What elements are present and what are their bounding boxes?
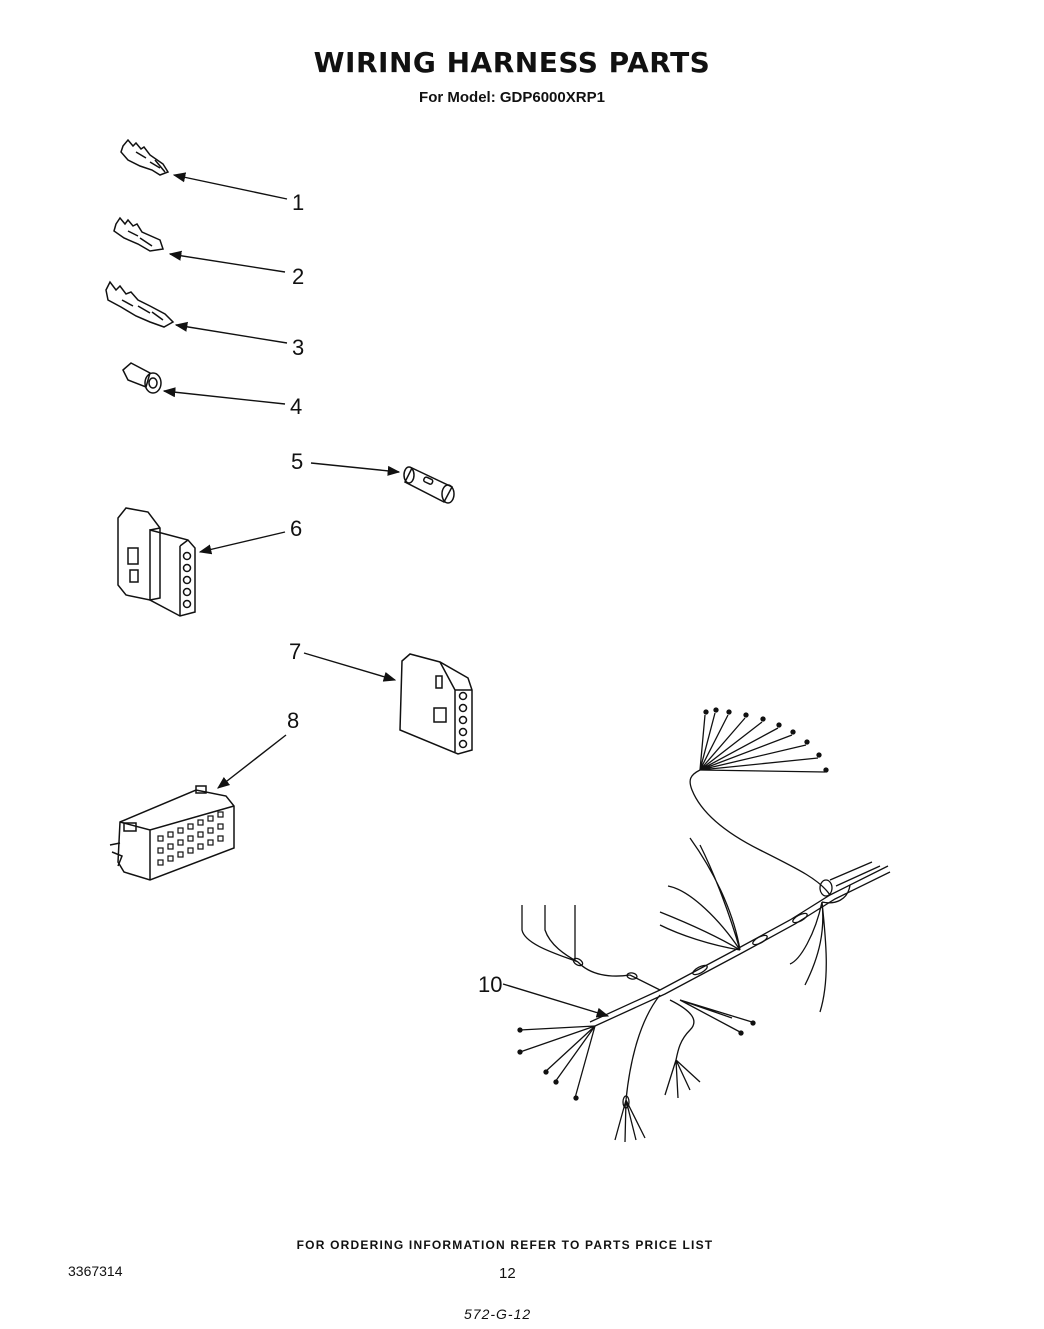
callout-1: 1 (292, 190, 305, 215)
callout-3: 3 (292, 335, 305, 360)
callout-8: 8 (287, 708, 300, 733)
part-2-terminal (113, 216, 164, 252)
document-number: 3367314 (68, 1263, 123, 1279)
callout-2: 2 (292, 264, 305, 289)
model-subtitle: For Model: GDP6000XRP1 (419, 89, 605, 106)
ordering-note: FOR ORDERING INFORMATION REFER TO PARTS … (296, 1238, 714, 1252)
part-6-connector (117, 507, 196, 617)
handwritten-code: 572-G-12 (464, 1306, 532, 1322)
part-3-terminal (105, 280, 175, 328)
page-title: WIRING HARNESS PARTS (313, 46, 711, 79)
leader-line-4 (162, 387, 286, 405)
page-number: 12 (499, 1265, 516, 1282)
part-5-splice (403, 466, 455, 504)
leader-line-3 (174, 321, 288, 344)
callout-5: 5 (291, 449, 304, 474)
leader-line-1 (172, 172, 288, 200)
callout-6: 6 (290, 516, 303, 541)
part-8-connector-block (109, 785, 235, 881)
part-7-connector (399, 653, 473, 755)
callout-7: 7 (289, 639, 302, 664)
leader-line-6 (198, 531, 286, 555)
leader-line-8 (217, 734, 287, 789)
leader-line-5 (310, 462, 401, 476)
part-1-terminal (120, 138, 170, 176)
leader-line-7 (303, 652, 397, 682)
leader-line-2 (168, 250, 286, 273)
callout-10: 10 (478, 972, 503, 997)
callout-4: 4 (290, 394, 303, 419)
part-10-wiring-harness (517, 707, 891, 1143)
leader-line-10 (502, 983, 610, 1018)
part-4-crimp-cap (122, 362, 162, 394)
